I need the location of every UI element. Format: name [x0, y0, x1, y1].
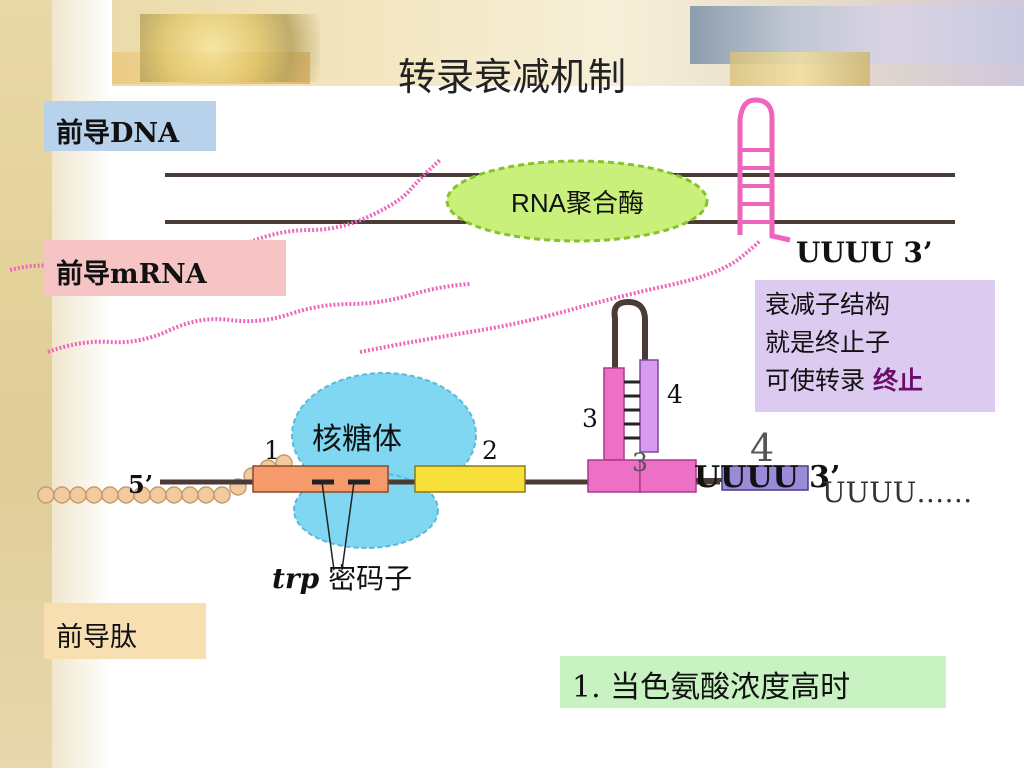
mrna-strand-lower — [47, 282, 471, 354]
attenuator-note-highlight: 终止 — [872, 366, 923, 395]
hairpin-3-4-loop — [611, 298, 648, 370]
region-1 — [252, 465, 389, 493]
region-2-number: 2 — [482, 436, 498, 465]
leader-dna-label: 前导DNA — [44, 101, 216, 151]
hairpin-3-4-rungs — [624, 380, 640, 440]
region-4-large-number: 4 — [750, 426, 775, 470]
header-flower-image — [140, 14, 320, 82]
left-decoration-strip — [0, 0, 52, 768]
region-4-number: 4 — [667, 380, 683, 409]
condition-label: 1. 当色氨酸浓度高时 — [560, 656, 946, 708]
region-4-stem — [639, 359, 659, 453]
five-prime-label: 5’ — [128, 470, 154, 499]
region-2 — [414, 465, 526, 493]
region-3-stem — [603, 367, 625, 461]
mrna-strand-right — [359, 239, 762, 354]
page-title: 转录衰减机制 — [397, 55, 626, 99]
codon-pointer-left — [321, 481, 335, 571]
uuuu-3-top-label: UUUU 3’ — [796, 236, 933, 269]
ribosome-label: 核糖体 — [312, 422, 402, 457]
region-1-number: 1 — [264, 436, 280, 465]
poly-u-tail-box — [721, 465, 809, 491]
header-right-decoration — [730, 52, 870, 86]
terminator-hairpin-top — [737, 97, 791, 243]
region-3b-number: 3 — [632, 448, 648, 477]
codon-text: 密码子 — [319, 562, 413, 595]
region-3-number: 3 — [582, 404, 598, 433]
rna-polymerase-label: RNA聚合酶 — [511, 187, 644, 218]
attenuator-note-line3: 可使转录 终止 — [765, 362, 985, 400]
uuuu-3-mid-label: UUUU 3’ — [694, 460, 841, 495]
hairpin-top-rungs — [742, 148, 770, 224]
attenuator-note-line3-prefix: 可使转录 — [765, 366, 873, 395]
region-4-base — [639, 459, 697, 493]
attenuator-note: 衰减子结构 就是终止子 可使转录 终止 — [755, 280, 995, 412]
leader-mrna-label: 前导mRNA — [44, 240, 286, 296]
trp-codon-label: trp 密码子 — [272, 557, 412, 597]
rna-polymerase — [445, 159, 709, 243]
leader-peptide-label: 前导肽 — [44, 603, 206, 659]
attenuator-note-line1: 衰减子结构 — [765, 290, 891, 319]
codon-pointer-right — [341, 481, 355, 571]
uuuu-dots-label: UUUU…… — [822, 476, 973, 509]
attenuator-note-line2: 就是终止子 — [765, 328, 891, 357]
trp-italic: trp — [272, 562, 320, 595]
